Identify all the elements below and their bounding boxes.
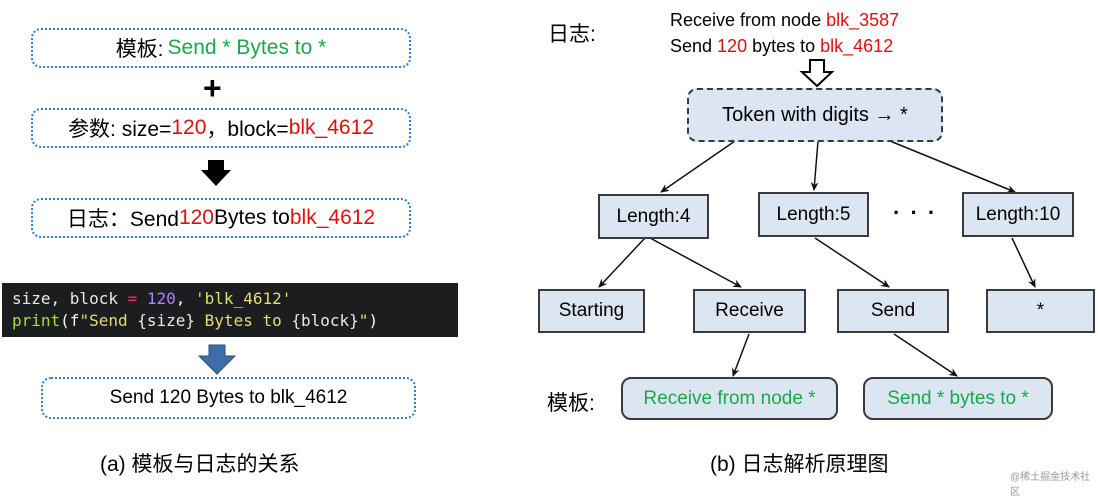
edge-root-length10 bbox=[889, 140, 1016, 193]
edge-root-length5 bbox=[810, 140, 819, 191]
edge-length5-send bbox=[814, 237, 890, 288]
log-line-2-pre: Send bbox=[670, 36, 718, 56]
template-label: 模板: bbox=[115, 38, 164, 61]
root-node: Token with digits → * bbox=[687, 88, 943, 142]
template-title-label: 模板: bbox=[547, 392, 595, 415]
edge-length4-receive bbox=[649, 237, 742, 288]
code-comma: , bbox=[175, 289, 196, 308]
code-s3: " bbox=[358, 311, 369, 330]
code-snippet: size, block = 120, 'blk_4612' print(f"Se… bbox=[2, 283, 458, 337]
log-line-2: Send 120 bytes to blk_4612 bbox=[670, 36, 893, 57]
log-num: 120 bbox=[178, 206, 214, 229]
log-line-2-block: blk_4612 bbox=[820, 36, 894, 56]
code-fn: print bbox=[12, 311, 61, 330]
log-mid: Bytes to bbox=[213, 206, 290, 229]
length-node-10: Length:10 bbox=[962, 192, 1074, 237]
params-block: blk_4612 bbox=[288, 116, 374, 139]
edge-send-template bbox=[893, 333, 958, 377]
blue-down-arrow-icon bbox=[197, 344, 237, 375]
template-receive: Receive from node * bbox=[621, 377, 838, 420]
log-line-1-text: Receive from node bbox=[670, 10, 827, 30]
code-num: 120 bbox=[137, 289, 176, 308]
params-box: 参数: size=120，block=blk_4612 bbox=[31, 108, 411, 148]
log-box: 日志：Send 120 Bytes to blk_4612 bbox=[31, 198, 411, 238]
caption-b: (b) 日志解析原理图 bbox=[710, 453, 889, 476]
log-line-1: Receive from node blk_3587 bbox=[670, 10, 899, 31]
code-b1: {size} bbox=[137, 311, 196, 330]
log-title-label: 日志: bbox=[548, 23, 596, 46]
edge-receive-template bbox=[732, 333, 750, 377]
watermark: @稀土掘金技术社区 bbox=[1010, 472, 1091, 498]
log-line-1-block: blk_3587 bbox=[826, 10, 900, 30]
output-box: Send 120 Bytes to blk_4612 bbox=[41, 377, 416, 419]
black-down-arrow-icon bbox=[201, 160, 231, 186]
leaf-node-star: * bbox=[986, 289, 1095, 333]
params-size: 120 bbox=[171, 116, 207, 139]
leaf-node-starting: Starting bbox=[538, 289, 645, 333]
leaf-node-receive: Receive bbox=[693, 289, 806, 333]
length-node-4: Length:4 bbox=[598, 194, 709, 239]
ellipsis: · · · bbox=[893, 200, 938, 225]
log-block: blk_4612 bbox=[289, 206, 376, 229]
template-value: Send * Bytes to * bbox=[167, 36, 327, 59]
log-line-2-mid: bytes to bbox=[747, 36, 821, 56]
params-label: 参数: size= bbox=[68, 118, 172, 141]
template-box: 模板: Send * Bytes to * bbox=[31, 28, 411, 68]
code-s2: Bytes to bbox=[195, 311, 292, 330]
log-label: 日志：Send bbox=[66, 208, 179, 231]
code-open: (f bbox=[60, 311, 80, 330]
edge-root-length4 bbox=[660, 140, 736, 193]
code-vars: size, block bbox=[12, 289, 128, 308]
code-close: ) bbox=[368, 311, 379, 330]
edge-length4-starting bbox=[598, 237, 646, 288]
code-b2: {block} bbox=[291, 311, 359, 330]
plus-icon: + bbox=[203, 70, 222, 106]
length-node-5: Length:5 bbox=[758, 192, 869, 237]
code-eq: = bbox=[127, 289, 138, 308]
params-sep: ，block= bbox=[206, 118, 289, 141]
hollow-down-arrow-icon bbox=[799, 59, 835, 88]
template-send: Send * bytes to * bbox=[863, 377, 1053, 420]
log-line-2-num: 120 bbox=[717, 36, 748, 56]
edge-length10-star bbox=[1011, 237, 1036, 288]
code-s1: "Send bbox=[79, 311, 138, 330]
leaf-node-send: Send bbox=[837, 289, 949, 333]
caption-a: (a) 模板与日志的关系 bbox=[100, 453, 300, 476]
code-str: 'blk_4612' bbox=[195, 289, 292, 308]
